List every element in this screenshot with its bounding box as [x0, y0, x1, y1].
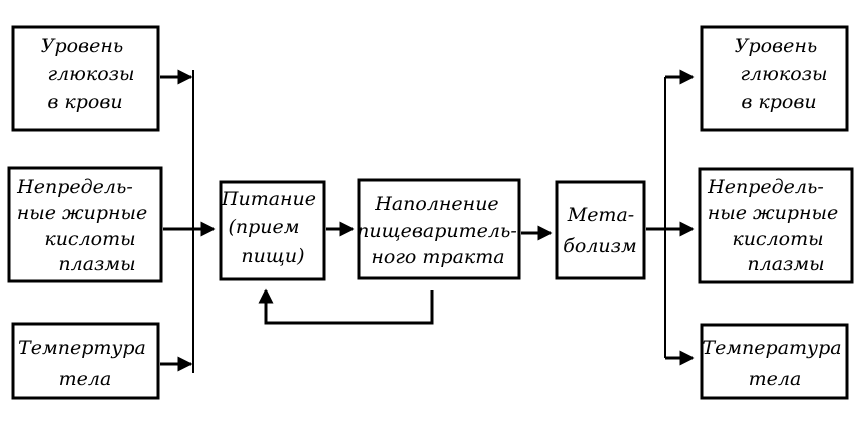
- svg-text:Темпертура тела: Темпертура тела: [18, 337, 152, 390]
- input-temperature-box: Темпертура тела: [11, 322, 160, 400]
- output-glucose-line-2: глюкозы: [740, 63, 827, 85]
- output-glucose-box: Уровень глюкозы в крови: [700, 25, 849, 132]
- feeding-box: Питание (прием пищи): [219, 180, 326, 281]
- output-fatty-acids-line-1: Непредель-: [707, 176, 824, 198]
- metabolism-line-1: Мета-: [567, 204, 634, 226]
- input-temperature-line-2: тела: [59, 368, 112, 390]
- feeding-line-1: Питание: [221, 188, 316, 210]
- input-fatty-acids-box: Непредель- ные жирные кислоты плазмы: [7, 166, 163, 283]
- output-glucose-line-3: в крови: [741, 91, 816, 113]
- output-fatty-acids-box: Непредель- ные жирные кислоты плазмы: [698, 167, 854, 284]
- output-fatty-acids-line-3: кислоты: [732, 228, 823, 250]
- input-glucose-box: Уровень глюкозы в крови: [11, 25, 160, 132]
- feedback-filling-to-feeding: [258, 288, 434, 325]
- input-glucose-line-1: Уровень: [41, 35, 124, 57]
- input-temperature-line-1: Темпертура: [18, 337, 146, 359]
- svg-text:Наполнение пищеваритель-: Наполнение пищеваритель- ного тракта: [357, 193, 523, 268]
- svg-text:Питание (прием пищ: Питание (прием пищи): [221, 188, 322, 267]
- svg-text:Непредель- ные жирные: Непредель- ные жирные кислоты плазмы: [16, 176, 153, 275]
- metabolism-box: Мета- болизм: [555, 180, 646, 280]
- input-fatty-acids-line-2: ные жирные: [17, 202, 148, 224]
- output-temperature-box: Температура тела: [700, 323, 849, 400]
- svg-text:Уровень глюкозы в: Уровень глюкозы в крови: [41, 35, 141, 113]
- output-temperature-line-1: Температура: [702, 337, 841, 359]
- filling-line-3: ного тракта: [371, 246, 504, 268]
- svg-text:Уровень глюкозы в: Уровень глюкозы в крови: [735, 35, 834, 113]
- filling-line-2: пищеваритель-: [357, 220, 517, 242]
- input-fatty-acids-line-4: плазмы: [58, 253, 135, 275]
- input-glucose-line-2: глюкозы: [47, 63, 134, 85]
- feeding-line-2: (прием: [228, 216, 299, 238]
- filling-line-1: Наполнение: [374, 193, 498, 215]
- output-temperature-line-2: тела: [749, 368, 802, 390]
- output-fatty-acids-line-2: ные жирные: [708, 202, 839, 224]
- input-fatty-acids-line-1: Непредель-: [16, 176, 133, 198]
- svg-text:Температура тела: Температура тела: [702, 337, 847, 390]
- output-fatty-acids-line-4: плазмы: [747, 253, 824, 275]
- metabolism-line-2: болизм: [563, 235, 637, 257]
- input-fatty-acids-line-3: кислоты: [44, 228, 135, 250]
- svg-text:Мета- болизм: Мета- болизм: [563, 204, 640, 257]
- filling-box: Наполнение пищеваритель- ного тракта: [357, 178, 523, 280]
- input-glucose-line-3: в крови: [47, 91, 122, 113]
- svg-text:Непредель- ные жирные: Непредель- ные жирные кислоты плазмы: [707, 176, 844, 275]
- output-glucose-line-1: Уровень: [735, 35, 818, 57]
- feeding-line-3: пищи): [241, 245, 304, 267]
